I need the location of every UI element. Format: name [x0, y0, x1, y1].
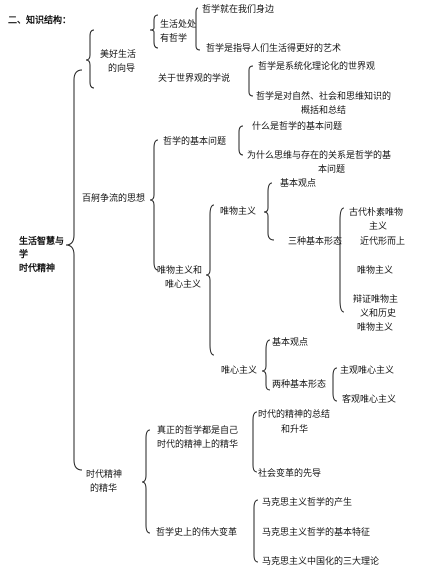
b3-c1-leaf1-line1: 时代的精神的总结: [258, 410, 331, 420]
materialism-form3-line3: 唯物主义: [357, 323, 394, 333]
materialism-form3-line1: 辩证唯物主: [353, 295, 399, 305]
b1-c2-leaf1: 哲学是系统化理论化的世界观: [258, 62, 376, 72]
root-line2: 学: [19, 250, 29, 260]
b3-label-line2: 的精华: [90, 484, 118, 494]
b2-label: 百舸争流的思想: [82, 194, 146, 204]
b2-brace: [149, 139, 159, 271]
b1-c2-leaf2-line2: 概括和总结: [301, 106, 347, 116]
b3-c2-leaf1: 马克思主义哲学的产生: [262, 498, 353, 508]
root-brace: [65, 69, 83, 471]
b3-c1-line1: 真正的哲学都是自己: [157, 426, 239, 436]
b1-c1-leaf1: 哲学就在我们身边: [202, 5, 275, 15]
b1-brace: [85, 29, 95, 89]
materialism-form2-line1: 近代形而上: [360, 237, 406, 247]
b3-c2-brace: [253, 499, 259, 563]
idealism-form2: 客观唯心主义: [342, 395, 397, 405]
b1-label-line2: 的向导: [108, 64, 136, 74]
b3-c2-label: 哲学史上的伟大变革: [156, 528, 238, 538]
materialism-form3-line2: 义和历史: [360, 309, 397, 319]
root-line1: 生活智慧与: [19, 237, 65, 247]
b2-c1-leaf2-line2: 本问题: [318, 165, 346, 175]
b3-c2-leaf3: 马克思主义中国化的三大理论: [262, 557, 380, 567]
b1-c1-line2: 有哲学: [160, 34, 188, 44]
b1-c2-brace: [248, 65, 254, 97]
b2-c1-leaf1: 什么是哲学的基本问题: [252, 122, 343, 132]
b1-c1-leaf2: 哲学是指导人们生活得更好的艺术: [206, 44, 342, 54]
idealism-form1: 主观唯心主义: [340, 366, 395, 376]
b3-c1-leaf2: 社会变革的先导: [258, 469, 322, 479]
b2-c1-brace: [238, 125, 244, 156]
b1-c1-brace: [149, 14, 159, 49]
b3-brace: [141, 429, 151, 534]
materialism-basic: 基本观点: [280, 179, 317, 189]
b3-label-line1: 时代精神: [86, 470, 123, 480]
b1-c1-line1: 生活处处: [160, 20, 197, 30]
b1-label-line1: 美好生活: [100, 50, 137, 60]
b3-c1-line2: 时代的精神上的精华: [157, 440, 239, 450]
b3-c1-leaf1-line2: 和升华: [281, 425, 309, 435]
materialism-forms-label: 三种基本形态: [288, 237, 343, 247]
idealism-brace: [261, 339, 271, 391]
b2-c2-label-line1: 唯物主义和: [157, 266, 203, 276]
idealism-forms-label: 两种基本形态: [272, 380, 327, 390]
idealism-forms-brace: [332, 367, 338, 402]
idealism-label: 唯心主义: [221, 366, 258, 376]
idealism-basic: 基本观点: [272, 338, 309, 348]
b3-c2-leaf2: 马克思主义哲学的基本特征: [262, 528, 371, 538]
b1-c1-leaf-brace: [195, 7, 201, 51]
materialism-forms-brace: [339, 207, 345, 313]
b3-c1-brace: [252, 411, 258, 473]
b1-c2-leaf2-line1: 哲学是对自然、社会和思维知识的: [256, 92, 392, 102]
b2-c1-leaf2-line1: 为什么思维与存在的关系是哲学的基: [247, 151, 392, 161]
root-line3: 时代精神: [19, 264, 56, 274]
materialism-form1-line2: 主义: [369, 222, 388, 232]
heading: 二、知识结构：: [8, 16, 72, 26]
materialism-label: 唯物主义: [220, 207, 257, 217]
materialism-brace: [263, 182, 275, 241]
b1-c2-label: 关于世界观的学说: [158, 74, 231, 84]
materialism-form2-line2: 唯物主义: [357, 266, 394, 276]
b2-c1-label: 哲学的基本问题: [163, 137, 227, 147]
b2-c2-brace: [205, 204, 215, 356]
materialism-form1-line1: 古代朴素唯物: [349, 208, 404, 218]
b2-c2-label-line2: 唯心主义: [165, 280, 202, 290]
